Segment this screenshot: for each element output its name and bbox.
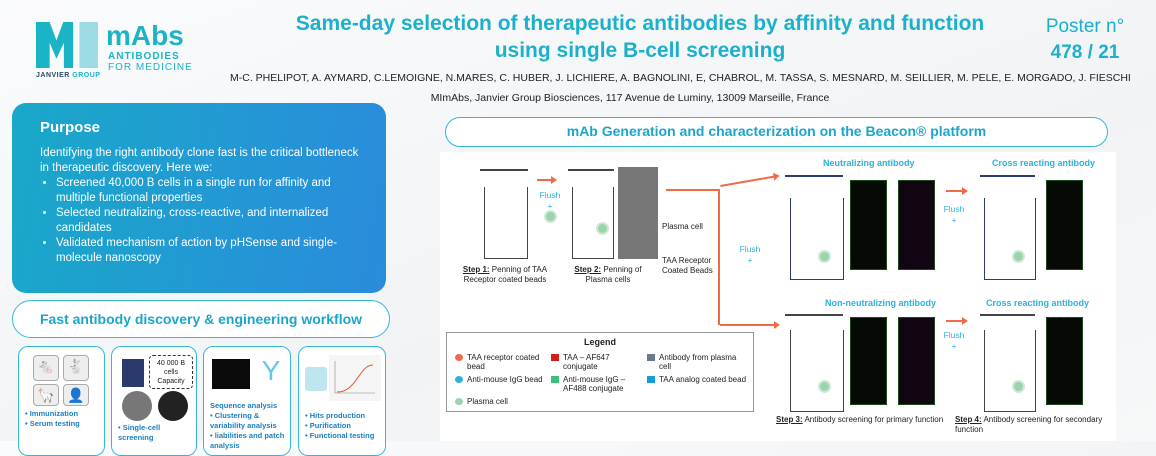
plasma-cell-label: Plasma cell <box>662 222 703 231</box>
legend-item: Anti-mouse IgG bead <box>455 375 550 384</box>
purpose-bullet: Screened 40,000 B cells in a single run … <box>56 176 362 206</box>
workflow-card-immunization: 🐁 🐇 🦙 👤 ImmunizationSerum testing <box>18 346 105 456</box>
card-item: Single-cell screening <box>118 423 196 443</box>
green-channel-image <box>850 317 887 405</box>
step4-caption: Step 4: Antibody screening for secondary… <box>955 415 1103 434</box>
legend-item: Antibody from plasma cell <box>647 353 747 371</box>
arrow <box>946 187 968 195</box>
card-heading: Sequence analysis <box>210 401 278 410</box>
well-lid <box>568 169 614 171</box>
fluorescence-image <box>158 391 188 421</box>
workflow-card-screening: 40 000 B cells Capacity Single-cell scre… <box>111 346 197 456</box>
logo-mark <box>36 22 98 68</box>
card-item: Immunization <box>25 409 80 419</box>
well-lid <box>980 314 1035 316</box>
plasma-cell-icon <box>596 222 609 235</box>
purpose-bullet: Selected neutralizing, cross-reactive, a… <box>56 206 362 236</box>
taa-beads-label: TAA Receptor Coated Beads <box>662 256 713 275</box>
beacon-diagram: Step 1: Penning of TAA Receptor coated b… <box>440 152 1116 441</box>
well-step1 <box>484 187 528 259</box>
bioreactor-icon <box>305 367 327 391</box>
well-non-neutralizing <box>790 330 844 412</box>
well-lid <box>785 175 843 177</box>
legend-item: TAA – AF647 conjugate <box>551 353 646 371</box>
beacon-chip-image <box>122 359 144 387</box>
well-lid <box>480 169 528 171</box>
legend-item: TAA analog coated bead <box>647 375 747 384</box>
diagram-header: mAb Generation and characterization on t… <box>445 117 1108 147</box>
logo-name: mAbs <box>106 20 184 51</box>
legend: Legend TAA receptor coated bead TAA – AF… <box>446 332 754 412</box>
affiliation: MImAbs, Janvier Group Biosciences, 117 A… <box>430 92 830 104</box>
connector <box>718 189 720 325</box>
logo-group: JANVIER GROUP <box>36 72 101 79</box>
card-item: Functional testing <box>305 431 375 441</box>
plasma-cell-icon <box>818 250 831 263</box>
pen-micrograph <box>618 167 658 259</box>
plasma-cell-icon <box>1012 250 1025 263</box>
alpaca-icon: 🦙 <box>33 384 59 406</box>
legend-item: Plasma cell <box>455 397 550 406</box>
poster-title: Same-day selection of therapeutic antibo… <box>295 12 985 62</box>
purpose-title: Purpose <box>40 119 101 136</box>
step2-caption: Step 2: Penning of Plasma cells <box>574 265 642 284</box>
dose-response-chart <box>329 355 381 401</box>
card-item: Clustering & variability analysis <box>210 411 290 431</box>
card-item: Purification <box>305 421 374 431</box>
green-channel-image <box>1046 317 1083 405</box>
card-item: Serum testing <box>25 419 80 429</box>
workflow-card-sequence: Y Sequence analysis Clustering & variabi… <box>203 346 291 456</box>
step3-caption: Step 3: Antibody screening for primary f… <box>776 415 944 424</box>
structure-image <box>212 359 250 389</box>
plasma-cell-icon <box>818 380 831 393</box>
capacity-badge: 40 000 B cells Capacity <box>149 355 193 389</box>
antibody-icon: Y <box>261 355 281 386</box>
workflow-card-production: Hits productionPurificationFunctional te… <box>298 346 386 456</box>
plasma-cell-icon <box>1012 380 1025 393</box>
authors: M-C. PHELIPOT, A. AYMARD, C.LEMOIGNE, N.… <box>230 72 1131 84</box>
arrow <box>720 174 778 188</box>
mouse-icon: 🐁 <box>33 355 59 381</box>
card-item: Hits production <box>305 411 374 421</box>
connector <box>666 189 720 191</box>
screening-image <box>122 391 152 421</box>
poster-number: Poster n°478 / 21 <box>1045 16 1125 63</box>
flush-label: Flush+ <box>539 190 561 211</box>
legend-item: Anti-mouse IgG – AF488 conjugate <box>551 375 646 393</box>
well-cross-reacting <box>984 330 1036 412</box>
purpose-bullet: Validated mechanism of action by pHSense… <box>56 236 362 266</box>
well-lid <box>980 175 1035 177</box>
magenta-channel-image <box>898 317 935 405</box>
flush-label: Flush+ <box>943 330 965 351</box>
cross-reacting-heading: Cross reacting antibody <box>992 158 1096 168</box>
rabbit-icon: 🐇 <box>63 355 89 381</box>
arrow <box>537 176 557 184</box>
legend-item: TAA receptor coated bead <box>455 353 550 371</box>
human-icon: 👤 <box>63 384 89 406</box>
card-item: liabilities and patch analysis <box>210 431 290 451</box>
cross-reacting-heading: Cross reacting antibody <box>986 298 1090 308</box>
well-lid <box>785 314 843 316</box>
neutralizing-heading: Neutralizing antibody <box>823 158 915 168</box>
arrow <box>720 321 780 329</box>
green-channel-image <box>1046 180 1083 270</box>
non-neutralizing-heading: Non-neutralizing antibody <box>825 298 936 308</box>
plasma-cell-icon <box>544 210 557 223</box>
well-step2 <box>572 187 614 259</box>
well-cross-reacting <box>984 198 1036 280</box>
step1-caption: Step 1: Penning of TAA Receptor coated b… <box>462 265 548 284</box>
flush-label: Flush+ <box>943 204 965 225</box>
flush-label: Flush+ <box>739 244 761 265</box>
magenta-channel-image <box>898 180 935 270</box>
purpose-panel: Purpose Identifying the right antibody c… <box>12 103 386 293</box>
legend-title: Legend <box>583 337 616 347</box>
arrow <box>946 317 968 325</box>
well-neutralizing <box>790 198 844 280</box>
purpose-intro: Identifying the right antibody clone fas… <box>40 147 359 174</box>
green-channel-image <box>850 180 887 270</box>
workflow-header: Fast antibody discovery & engineering wo… <box>12 300 390 338</box>
